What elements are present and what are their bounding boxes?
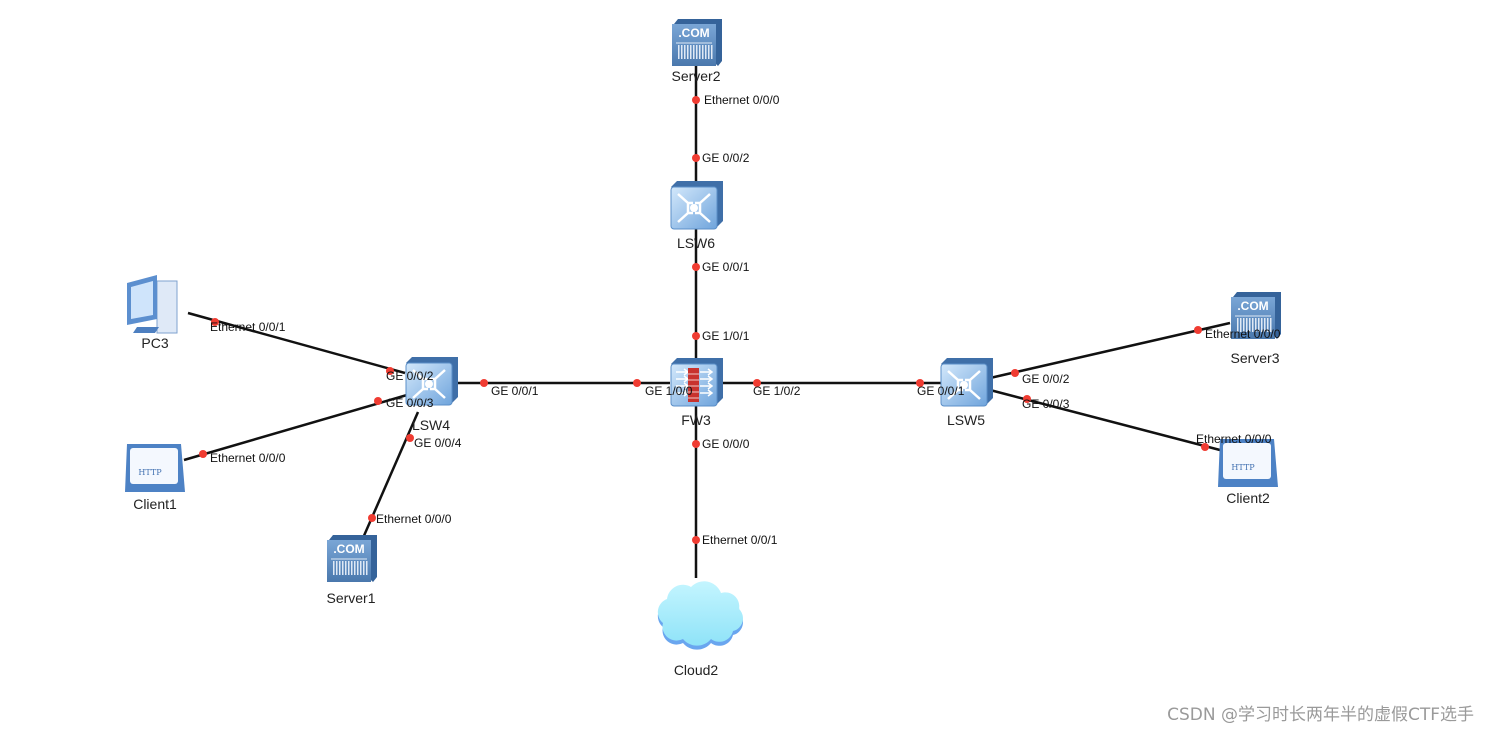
client-icon: HTTP (1218, 439, 1278, 487)
port-label: GE 0/0/1 (491, 384, 539, 398)
link-pc3-lsw4[interactable] (187, 311, 406, 375)
port-dot[interactable] (1194, 326, 1202, 334)
port-label: GE 1/0/0 (645, 384, 693, 398)
port-dot[interactable] (199, 450, 207, 458)
device-lsw4[interactable]: LSW4 (405, 357, 458, 433)
port-dot[interactable] (633, 379, 641, 387)
port-dot[interactable] (480, 379, 488, 387)
port-dot[interactable] (692, 332, 700, 340)
pc-icon (127, 275, 178, 334)
port-label: GE 0/0/1 (702, 260, 750, 274)
port-dot[interactable] (1023, 395, 1031, 403)
port-dot[interactable] (406, 434, 414, 442)
port-label: GE 0/0/2 (386, 369, 434, 383)
port-label: Ethernet 0/0/1 (210, 320, 286, 334)
device-client1[interactable]: HTTP Client1 (125, 444, 185, 512)
port-label: Ethernet 0/0/1 (702, 533, 778, 547)
port-label: GE 0/0/3 (1022, 397, 1070, 411)
port-label: GE 0/0/4 (414, 436, 462, 450)
port-dot[interactable] (1201, 443, 1209, 451)
port-label: GE 0/0/2 (1022, 372, 1070, 386)
device-fw3[interactable]: FW3 (670, 358, 723, 428)
port-dot[interactable] (368, 514, 376, 522)
server-logo-text: .COM (678, 26, 709, 40)
device-label: FW3 (681, 412, 711, 428)
port-dot[interactable] (374, 397, 382, 405)
port-dot[interactable] (211, 318, 219, 326)
port-label: GE 0/0/0 (702, 437, 750, 451)
port-dot[interactable] (916, 379, 924, 387)
port-label: Ethernet 0/0/0 (376, 512, 452, 526)
device-server3[interactable]: .COM Server3 (1230, 292, 1281, 366)
port-dot[interactable] (1011, 369, 1019, 377)
device-label: Cloud2 (674, 662, 719, 678)
port-label: GE 0/0/2 (702, 151, 750, 165)
port-label: GE 0/0/1 (917, 384, 965, 398)
device-cloud2[interactable]: Cloud2 (657, 581, 743, 678)
client-logo-text: HTTP (138, 468, 162, 477)
client-icon: HTTP (125, 444, 185, 492)
link-lsw5-server3[interactable] (989, 321, 1231, 380)
device-label: Client2 (1226, 490, 1270, 506)
server-icon: .COM (327, 535, 377, 582)
server-logo-text: .COM (333, 542, 364, 556)
port-dot[interactable] (753, 379, 761, 387)
device-pc3[interactable]: PC3 (127, 275, 178, 351)
device-label: Server3 (1230, 350, 1279, 366)
server-logo-text: .COM (1237, 299, 1268, 313)
port-dot[interactable] (692, 154, 700, 162)
cloud-icon (657, 581, 743, 650)
watermark: CSDN @学习时长两年半的虚假CTF选手 (1167, 705, 1474, 725)
port-dot[interactable] (692, 263, 700, 271)
port-label: Ethernet 0/0/0 (704, 93, 780, 107)
port-label: Ethernet 0/0/0 (1205, 327, 1281, 341)
ports-layer: Ethernet 0/0/0GE 0/0/2GE 0/0/1GE 1/0/1GE… (199, 93, 1281, 547)
switch-icon (405, 357, 458, 406)
links-layer (183, 60, 1231, 578)
device-label: Server1 (326, 590, 375, 606)
port-dot[interactable] (692, 96, 700, 104)
port-label: Ethernet 0/0/0 (1196, 432, 1272, 446)
server-icon: .COM (672, 19, 722, 66)
port-label: GE 1/0/2 (753, 384, 801, 398)
port-label: GE 0/0/3 (386, 396, 434, 410)
client-logo-text: HTTP (1231, 463, 1255, 472)
device-server1[interactable]: .COM Server1 (326, 535, 377, 606)
device-client2[interactable]: HTTP Client2 (1218, 439, 1278, 506)
device-label: LSW5 (947, 412, 985, 428)
device-label: LSW4 (412, 417, 450, 433)
port-dot[interactable] (692, 536, 700, 544)
server-icon: .COM (1231, 292, 1281, 339)
device-label: Server2 (671, 68, 720, 84)
device-server2[interactable]: .COM Server2 (671, 19, 722, 84)
device-label: LSW6 (677, 235, 715, 251)
device-label: Client1 (133, 496, 177, 512)
device-lsw5[interactable]: LSW5 (940, 358, 993, 428)
switch-icon (670, 181, 723, 230)
port-dot[interactable] (386, 367, 394, 375)
device-lsw6[interactable]: LSW6 (670, 181, 723, 251)
port-dot[interactable] (692, 440, 700, 448)
port-label: GE 1/0/1 (702, 329, 750, 343)
firewall-icon (670, 358, 723, 407)
link-client1-lsw4[interactable] (183, 393, 408, 462)
switch-icon (940, 358, 993, 407)
port-label: Ethernet 0/0/0 (210, 451, 286, 465)
device-label: PC3 (141, 335, 168, 351)
